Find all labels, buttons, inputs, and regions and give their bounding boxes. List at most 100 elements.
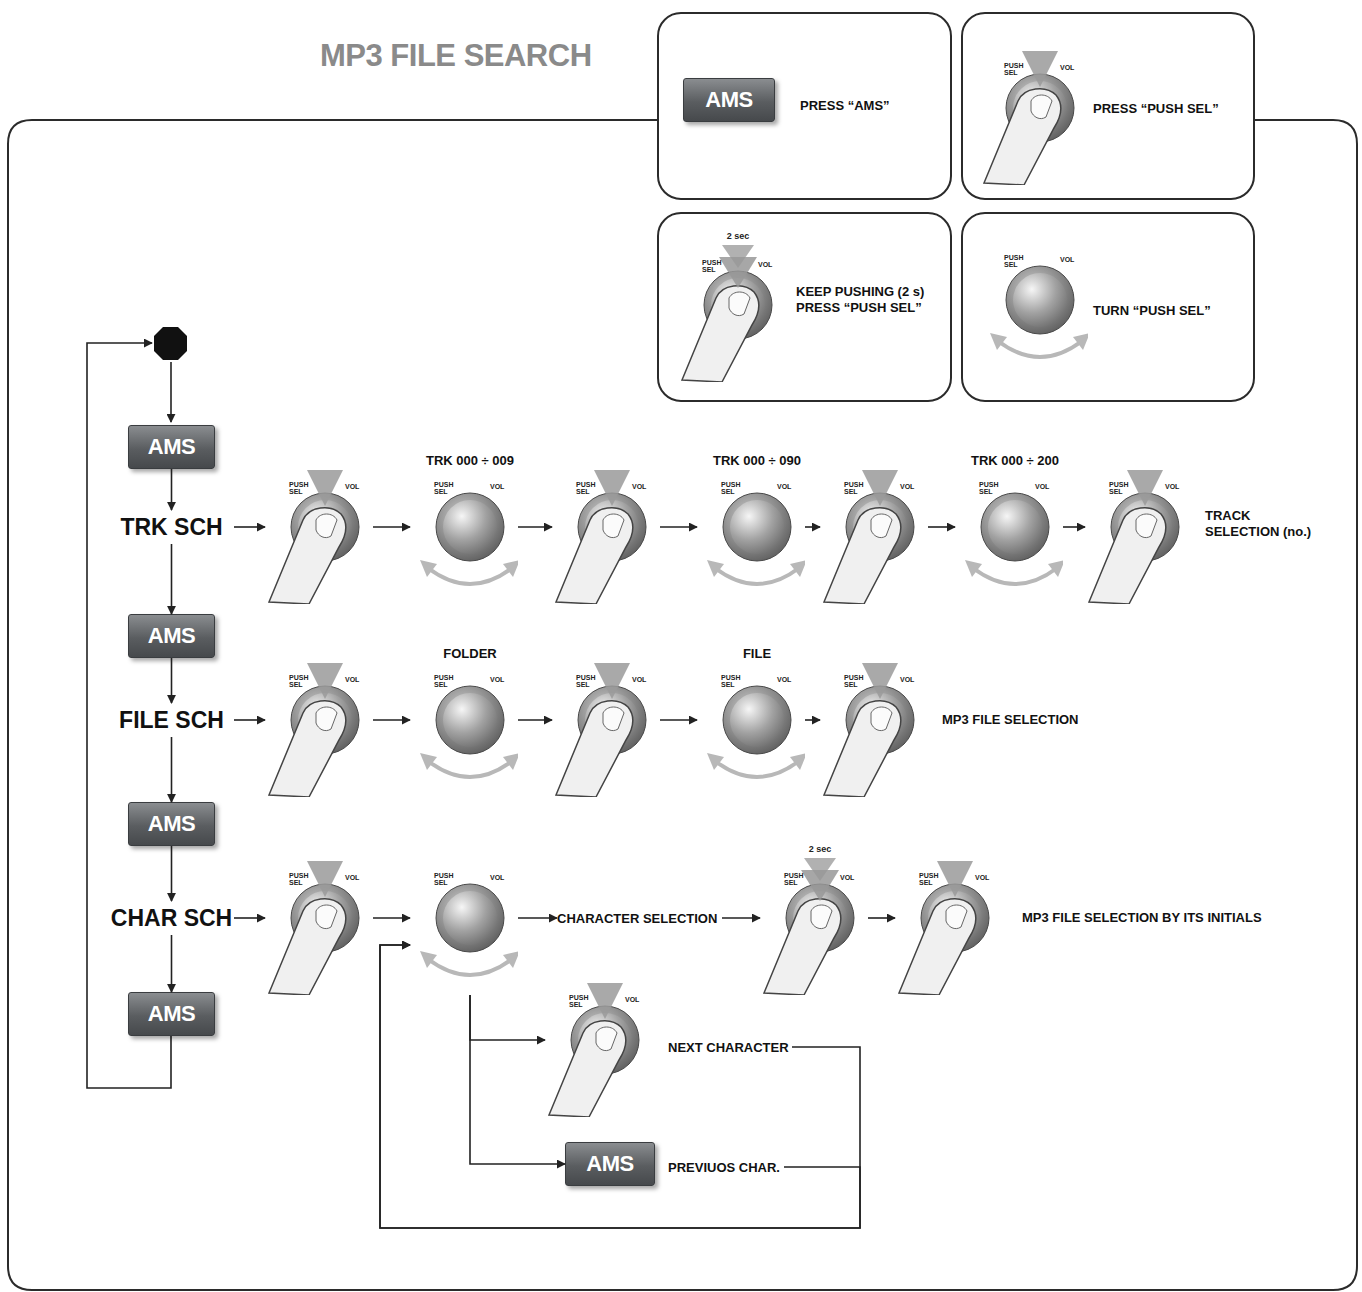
finger [984,89,1061,185]
finger [549,1021,626,1117]
press-triangle [587,983,623,1019]
finger [269,899,346,995]
knob-cap [988,500,1042,554]
knob-heading: TRK 000 ÷ 090 [707,453,807,468]
step-text: CHARACTER SELECTION [557,911,717,926]
outer-frame [8,120,1357,1290]
knob-label: VOL [777,676,791,683]
knob-heading: 2 sec [688,231,788,241]
press-triangle [862,470,898,506]
knob-icon [697,643,805,797]
knob-label: VOL [900,676,914,683]
flow-arrow [234,917,265,919]
knob-label: VOL [632,483,646,490]
turn-arrow-head [707,753,724,770]
push-knob: PUSH SELVOL [265,841,373,995]
knob-label: PUSH SEL [721,674,743,688]
finger-nail [596,1027,617,1051]
knob-icon [410,450,518,604]
step-label: PREVIUOS CHAR. [668,1157,784,1177]
knob-icon [820,643,928,797]
step-label: CHAR SCH [109,901,234,935]
button-label: AMS [148,1001,195,1027]
knob-label: VOL [777,483,791,490]
finger-nail [316,905,337,929]
flow-arrow [928,526,955,528]
flow-arrow [171,658,173,703]
press-triangle [801,870,839,901]
finger [764,899,841,995]
knob-label: PUSH SEL [1004,254,1026,268]
knob-icon [980,31,1088,185]
flow-arrow [373,526,410,528]
step-text: NEXT CHARACTER [668,1040,789,1055]
knob-icon [980,223,1088,377]
flow-arrow [660,526,697,528]
turn-knob: TRK 000 ÷ 009PUSH SELVOL [410,450,518,604]
finger-nail [603,514,624,538]
button-label: AMS [586,1151,633,1177]
knob-icon [955,450,1063,604]
finger [899,899,976,995]
step-name: CHAR SCH [109,905,234,932]
ams-button: AMS [128,614,215,658]
press-triangle [1022,51,1058,87]
flow-arrow [373,719,410,721]
step-text: PREVIUOS CHAR. [668,1160,780,1175]
knob-icon [760,841,868,995]
turn-arrow-head [503,753,518,770]
flow-arrow [518,917,557,919]
finger-nail [729,292,750,316]
turn-arrow-head [790,560,805,577]
knob-icon [545,963,653,1117]
finger [556,701,633,797]
instruction-box: PRESS “PUSH SEL”PUSH SELVOL [961,12,1255,200]
knob-label: PUSH SEL [784,872,806,886]
turn-arrow [973,568,1057,584]
flow-arrow [660,719,697,721]
knob-label: VOL [490,483,504,490]
turn-arrow-head [790,753,805,770]
finger-nail [1136,514,1157,538]
knob-label: VOL [490,874,504,881]
knob-heading: 2 sec [770,844,870,854]
knob-heading: TRK 000 ÷ 200 [965,453,1065,468]
finger-nail [603,707,624,731]
knob-ring [436,884,504,952]
knob-label: VOL [975,874,989,881]
press-triangle [1127,470,1163,506]
knob-label: PUSH SEL [1109,481,1131,495]
flow-arrow [373,917,410,919]
knob-icon [552,643,660,797]
press-triangle [307,861,343,897]
flow-arrow [234,526,265,528]
knob-ring [723,493,791,561]
turn-arrow [715,761,799,777]
knob-heading: FILE [707,646,807,661]
finger [269,701,346,797]
turn-knob: TRK 000 ÷ 200PUSH SELVOL [955,450,1063,604]
knob-ring [436,686,504,754]
finger-nail [871,707,892,731]
flow-arrow [171,935,173,992]
result-text: MP3 FILE SELECTION BY ITS INITIALS [1022,910,1262,926]
knob-icon [410,643,518,797]
press-triangle [594,663,630,699]
knob-cap [443,500,497,554]
push-knob: PUSH SELVOL [552,450,660,604]
flow-arrow [868,917,895,919]
button-label: AMS [148,811,195,837]
instruction-text: PRESS “PUSH SEL” [1093,101,1248,117]
knob-label: PUSH SEL [289,674,311,688]
ams-button: AMS [128,992,215,1036]
press-triangle [862,663,898,699]
press-triangle [937,861,973,897]
step-label: NEXT CHARACTER [668,1037,792,1057]
turn-arrow-head [990,333,1007,350]
turn-arrow [715,568,799,584]
step-label: TRK SCH [109,510,234,544]
flow-arrow [805,719,820,721]
instruction-box: TURN “PUSH SEL”PUSH SELVOL [961,212,1255,402]
knob-icon [1085,450,1193,604]
flow-arrow [722,917,760,919]
